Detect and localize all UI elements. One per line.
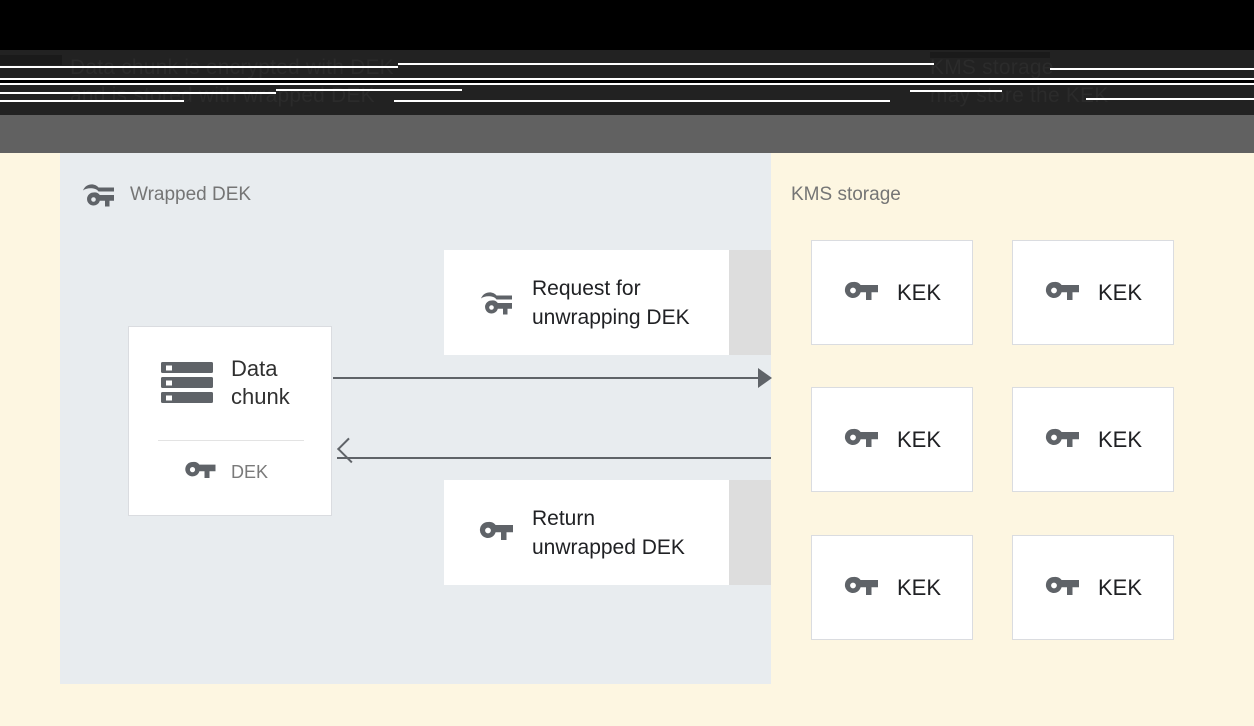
return-arrow	[337, 457, 771, 459]
panel-title-label: Wrapped DEK	[130, 184, 252, 205]
data-chunk-row: Data chunk	[159, 355, 290, 411]
header-left-caption: Data chunk is encrypted with DEK and is …	[70, 56, 394, 107]
request-card-label: Request for unwrapping DEK	[532, 276, 690, 329]
key-icon	[1044, 427, 1080, 453]
kek-card[interactable]: KEK	[1012, 535, 1174, 640]
header-right-caption: KMS storage may store the KEK	[930, 56, 1109, 107]
key-icon	[478, 520, 514, 546]
kek-card[interactable]: KEK	[811, 535, 973, 640]
kms-storage-panel: KMS storage KEK KEK KEK KEK KEK KEK	[771, 153, 1254, 726]
kek-card[interactable]: KEK	[1012, 240, 1174, 345]
header-band	[0, 50, 1254, 122]
card-divider	[158, 440, 304, 441]
wrapped-key-icon	[478, 289, 514, 317]
kek-label: KEK	[1097, 279, 1143, 305]
panel-title: Wrapped DEK	[80, 181, 251, 209]
return-unwrapped-card[interactable]: Return unwrapped DEK	[444, 480, 729, 585]
key-icon	[843, 280, 879, 306]
request-arrow-head-icon	[758, 368, 772, 388]
request-unwrap-card[interactable]: Request for unwrapping DEK	[444, 250, 729, 355]
key-icon	[843, 427, 879, 453]
kek-label: KEK	[1097, 426, 1143, 452]
wrapped-dek-panel: Wrapped DEK Data chunk	[60, 153, 772, 684]
kms-storage-title: KMS storage	[791, 184, 901, 205]
kek-card[interactable]: KEK	[811, 387, 973, 492]
kek-label: KEK	[896, 426, 942, 452]
kek-card[interactable]: KEK	[811, 240, 973, 345]
key-icon	[1044, 280, 1080, 306]
storage-icon	[159, 359, 215, 407]
request-arrow	[333, 377, 765, 379]
kek-label: KEK	[1097, 574, 1143, 600]
kek-card[interactable]: KEK	[1012, 387, 1174, 492]
return-arrow-head-icon	[337, 437, 363, 464]
wrapped-key-icon	[80, 181, 116, 209]
kek-label: KEK	[896, 279, 942, 305]
return-card-label: Return unwrapped DEK	[532, 506, 685, 559]
dek-label: DEK	[231, 461, 269, 482]
data-chunk-card[interactable]: Data chunk DEK	[128, 326, 332, 516]
key-icon	[183, 461, 217, 483]
header-underbar	[0, 115, 1254, 153]
dek-row: DEK	[183, 461, 268, 483]
key-icon	[1044, 575, 1080, 601]
kek-label: KEK	[896, 574, 942, 600]
header-underbar-notch	[0, 115, 60, 153]
key-icon	[843, 575, 879, 601]
data-chunk-label: Data chunk	[231, 356, 290, 409]
